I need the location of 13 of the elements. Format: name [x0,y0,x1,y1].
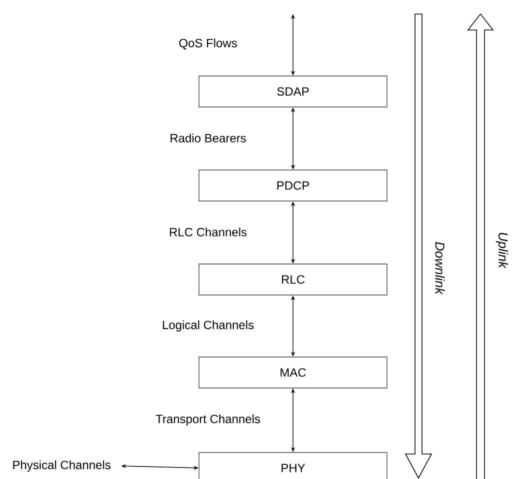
edge-label: Radio Bearers [168,132,248,144]
edge-label: RLC Channels [168,226,248,238]
edge-label: Transport Channels [154,413,262,427]
layer-box: SDAP [198,76,388,108]
edge-label: QoS Flows [178,38,238,50]
layer-box: MAC [198,356,388,388]
layer-box: PDCP [198,170,388,202]
channel-label: Physical Channels [13,460,110,472]
layer-box: PHY [198,452,388,479]
direction-label: Uplink [496,232,508,269]
edge-label: Logical Channels [160,319,256,333]
layer-box: RLC [198,264,388,296]
direction-label: Downlink [435,242,445,295]
